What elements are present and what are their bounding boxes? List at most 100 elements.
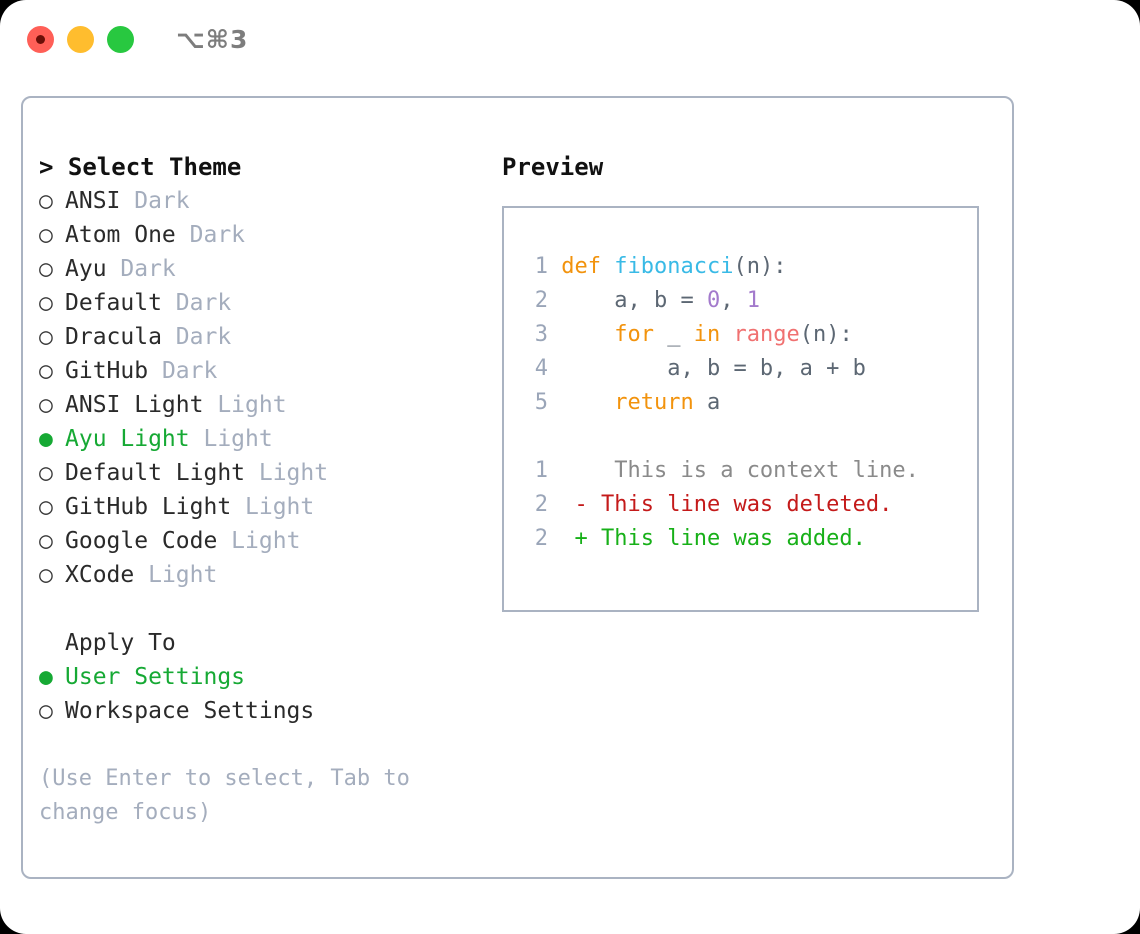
diff-text: This is a context line. [587,458,919,483]
code-indent [548,390,614,415]
code-line: 2 a, b = 0, 1 [522,284,977,318]
title-bar: ⌥⌘3 [0,0,1140,78]
theme-variant-badge: Dark [120,188,190,214]
theme-variant-badge: Dark [161,324,232,350]
theme-name: Google Code [65,528,218,554]
apply-to-item[interactable]: ○ Workspace Settings [39,694,493,728]
line-number: 4 [534,356,548,381]
diff-line: 2 - This line was deleted. [522,488,977,522]
radio-unselected-icon[interactable]: ○ [39,494,53,520]
apply-to-label: User Settings [65,664,246,690]
theme-variant-badge: Dark [175,222,246,248]
maximize-button[interactable] [107,25,134,53]
radio-selected-icon[interactable]: ● [39,664,53,690]
radio-unselected-icon[interactable]: ○ [39,358,53,384]
theme-variant-badge: Light [231,494,315,520]
apply-to-heading: ○Apply To [39,592,493,660]
code-token: 0 [706,288,721,313]
theme-list-item[interactable]: ○ ANSI Dark [39,184,493,218]
code-token: 1 [746,288,760,313]
radio-unselected-icon[interactable]: ○ [39,188,53,214]
theme-name: ANSI [65,188,121,214]
theme-picker-column: > Select Theme ○ANSI Dark○Atom One Dark○… [23,98,493,877]
theme-variant-badge: Dark [106,256,176,282]
theme-name: GitHub Light [65,494,232,520]
theme-list-item[interactable]: ○XCode Light [39,558,493,592]
keyboard-hint: (Use Enter to select, Tab to change focu… [39,766,410,825]
minimize-button[interactable] [67,25,94,53]
theme-list-item[interactable]: ○ Atom One Dark [39,218,493,252]
radio-selected-icon[interactable]: ● [39,426,53,452]
code-indent [548,322,614,347]
theme-variant-badge: Light [245,460,329,486]
code-token: range [733,322,800,347]
theme-variant-badge: Light [134,562,218,588]
radio-unselected-icon[interactable]: ○ [39,290,53,316]
theme-list-item[interactable]: ○GitHub Dark [39,354,493,388]
code-line: 4 a, b = b, a + b [522,352,977,386]
diff-line: 2 + This line was added. [522,522,977,556]
line-number: 1 [534,254,548,279]
radio-unselected-icon[interactable]: ○ [39,460,53,486]
line-number: 2 [534,492,548,517]
theme-name: Dracula [65,324,162,350]
apply-to-label: Workspace Settings [65,698,315,724]
theme-variant-badge: Dark [161,290,232,316]
theme-list-item[interactable]: ○ Dracula Dark [39,320,493,354]
theme-list-item[interactable]: ○Google Code Light [39,524,493,558]
theme-name: Ayu Light [65,426,190,452]
radio-unselected-icon[interactable]: ○ [39,256,53,282]
theme-list[interactable]: ○ANSI Dark○Atom One Dark○Ayu Dark○Defaul… [39,184,493,592]
code-token: for [614,322,668,347]
code-line: 5 return a [522,386,977,420]
radio-unselected-icon[interactable]: ○ [39,562,53,588]
radio-unselected-icon[interactable]: ○ [39,222,53,248]
radio-unselected-icon[interactable]: ○ [39,528,53,554]
keyboard-shortcut-label: ⌥⌘3 [176,24,249,54]
code-indent [548,356,667,381]
preview-title: Preview [502,153,604,181]
diff-line: 1 This is a context line. [522,454,977,488]
code-line: 3 for _ in range(n): [522,318,977,352]
code-indent [548,288,614,313]
code-token: fibonacci [614,254,734,279]
code-token: return [614,390,707,415]
diff-text: This line was deleted. [587,492,893,517]
radio-unselected-icon[interactable]: ○ [39,392,53,418]
theme-name: Ayu [65,256,107,282]
line-number: 5 [534,390,548,415]
radio-unselected-icon[interactable]: ○ [39,324,53,350]
line-number: 1 [534,458,548,483]
theme-name: Atom One [65,222,176,248]
theme-list-item[interactable]: ○ GitHub Light Light [39,490,493,524]
theme-name: ANSI Light [65,392,204,418]
theme-name: Default Light [65,460,246,486]
theme-list-item[interactable]: ○Default Dark [39,286,493,320]
radio-unselected-icon[interactable]: ○ [39,698,53,724]
code-token: in [693,322,734,347]
line-number: 2 [534,526,548,551]
code-token: _ [667,322,694,347]
theme-list-item[interactable]: ○ ANSI Light Light [39,388,493,422]
window-controls [27,25,134,53]
apply-to-list[interactable]: ● User Settings ○ Workspace Settings [39,660,493,728]
theme-list-item[interactable]: ○ Default Light Light [39,456,493,490]
theme-list-item[interactable]: ○ Ayu Dark [39,252,493,286]
diff-text: This line was added. [587,526,866,551]
apply-to-item[interactable]: ● User Settings [39,660,493,694]
code-token: (n): [733,254,787,279]
code-token: a, b = b, a + b [667,356,866,381]
diff-sample: 1 This is a context line.2 - This line w… [522,454,977,556]
diff-marker [548,458,588,483]
record-dot-icon [36,34,45,44]
code-token: , [720,288,747,313]
code-line: 1 def fibonacci(n): [522,250,977,284]
line-number: 3 [534,322,548,347]
theme-variant-badge: Light [203,392,287,418]
theme-list-item[interactable]: ●Ayu Light Light [39,422,493,456]
preview-column: Preview 1 def fibonacci(n):2 a, b = 0, 1… [493,98,1012,877]
close-button[interactable] [27,25,54,53]
